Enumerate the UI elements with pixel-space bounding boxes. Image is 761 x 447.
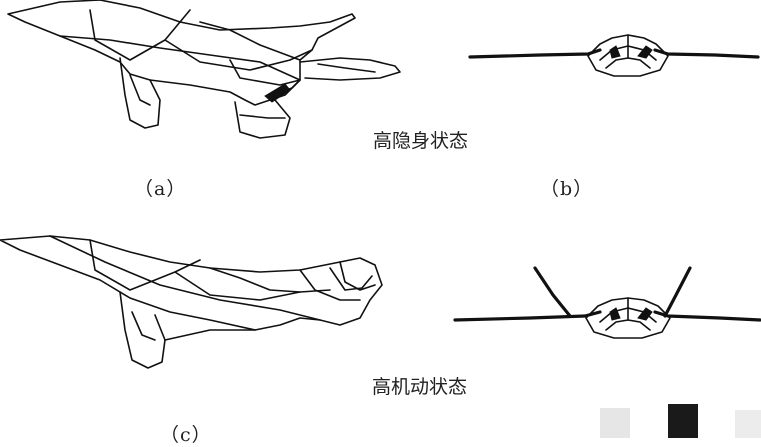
aircraft-side-view-stealth <box>7 0 401 139</box>
watermark-light-block <box>600 408 630 438</box>
state-label-maneuver: 高机动状态 <box>372 376 468 398</box>
aircraft-front-view-maneuver <box>453 266 761 339</box>
watermark-dark-block <box>668 404 698 438</box>
caption-c: （c） <box>160 424 212 446</box>
aircraft-front-view-stealth <box>468 34 760 77</box>
state-label-stealth: 高隐身状态 <box>373 130 469 152</box>
aircraft-side-view-maneuver <box>0 235 383 369</box>
caption-a: （a） <box>134 178 187 200</box>
watermark-light-block-2 <box>735 410 761 438</box>
caption-b: （b） <box>540 178 594 200</box>
